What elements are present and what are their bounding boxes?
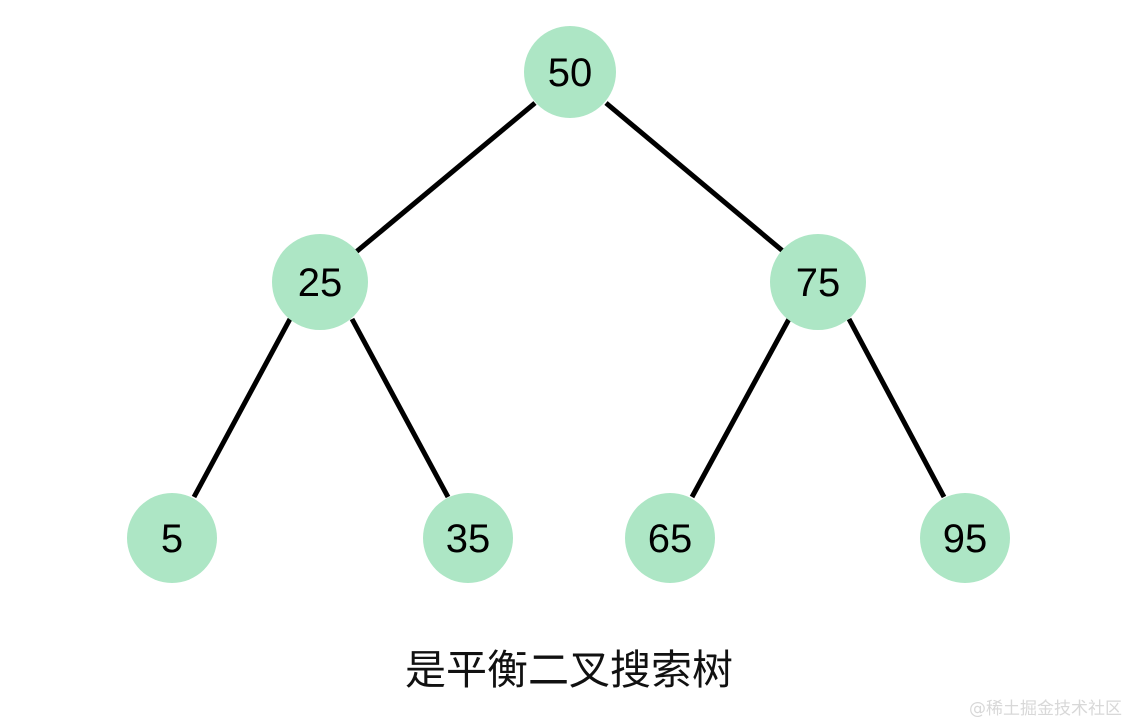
- node-circle-25[interactable]: [272, 234, 368, 330]
- edge-25-35: [349, 317, 451, 499]
- node-label-35: 35: [446, 517, 491, 561]
- node-group: 50 25 75 5 35 65: [127, 26, 1010, 583]
- tree-node-right[interactable]: 75: [770, 234, 866, 330]
- tree-node-leaf-3[interactable]: 65: [625, 493, 715, 583]
- node-label-50: 50: [548, 51, 593, 95]
- tree-node-root[interactable]: 50: [524, 26, 616, 118]
- node-label-65: 65: [648, 517, 693, 561]
- watermark: @稀土掘金技术社区: [969, 699, 1122, 719]
- edge-group: [191, 101, 947, 499]
- node-circle-95[interactable]: [920, 493, 1010, 583]
- tree-node-leaf-2[interactable]: 35: [423, 493, 513, 583]
- edge-50-75: [604, 101, 786, 254]
- node-circle-50[interactable]: [524, 26, 616, 118]
- edge-50-25: [354, 101, 537, 254]
- node-circle-65[interactable]: [625, 493, 715, 583]
- node-label-95: 95: [943, 517, 988, 561]
- tree-node-leaf-1[interactable]: 5: [127, 493, 217, 583]
- node-label-75: 75: [796, 261, 841, 305]
- node-circle-75[interactable]: [770, 234, 866, 330]
- node-label-5: 5: [161, 517, 183, 561]
- node-circle-35[interactable]: [423, 493, 513, 583]
- edge-75-65: [689, 317, 792, 499]
- edge-25-5: [191, 317, 293, 499]
- node-label-25: 25: [298, 261, 343, 305]
- edge-75-95: [846, 317, 947, 499]
- node-circle-5[interactable]: [127, 493, 217, 583]
- tree-node-left[interactable]: 25: [272, 234, 368, 330]
- tree-node-leaf-4[interactable]: 95: [920, 493, 1010, 583]
- diagram-caption: 是平衡二叉搜索树: [405, 646, 733, 694]
